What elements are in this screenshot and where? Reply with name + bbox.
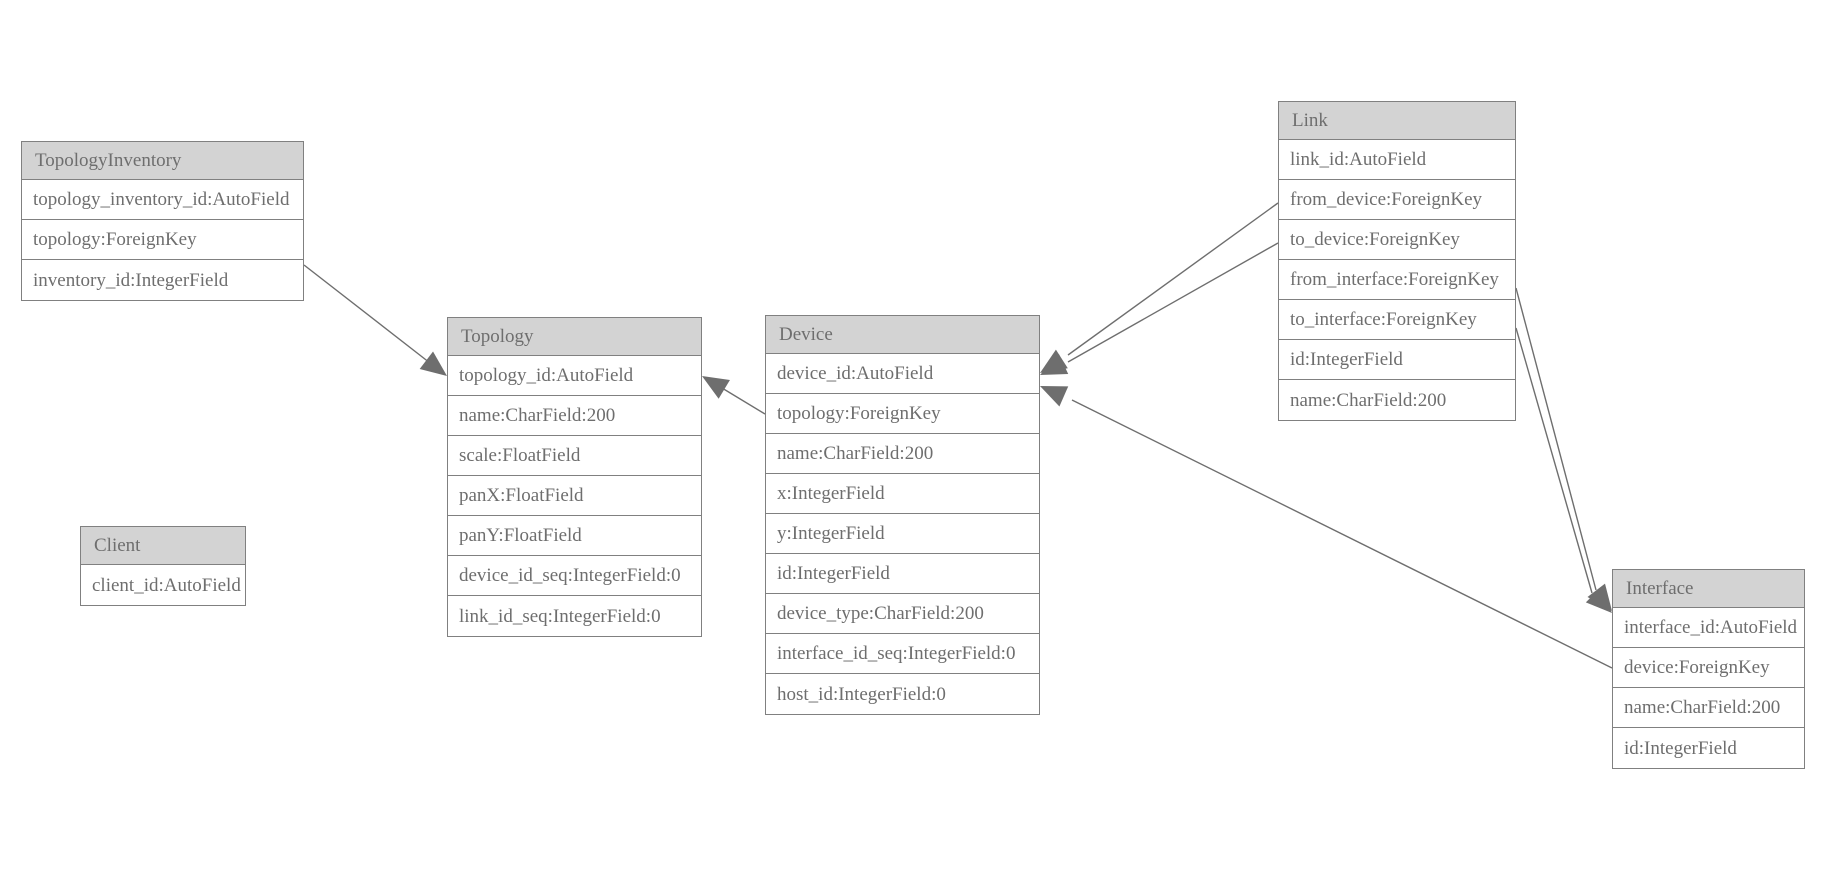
entity-field: name:CharField:200 (448, 396, 701, 436)
entity-field: name:CharField:200 (1613, 688, 1804, 728)
relation-line (1515, 327, 1593, 594)
entity-field: client_id:AutoField (81, 565, 245, 605)
relation-arrowhead (1040, 386, 1069, 407)
relation-arrowhead (419, 351, 447, 376)
entity-title-topology: Topology (448, 318, 701, 356)
entity-field: from_interface:ForeignKey (1279, 260, 1515, 300)
entity-field: topology_inventory_id:AutoField (22, 180, 303, 220)
entity-field: y:IntegerField (766, 514, 1039, 554)
entity-field: inventory_id:IntegerField (22, 260, 303, 300)
relation-line (1071, 399, 1613, 669)
entity-field: name:CharField:200 (1279, 380, 1515, 420)
relation-arrowhead (1587, 583, 1612, 611)
relation-link-from_interface-interface (1515, 287, 1612, 611)
relation-link-to_interface-interface (1515, 327, 1612, 613)
entity-field: device_id:AutoField (766, 354, 1039, 394)
entity-field: name:CharField:200 (766, 434, 1039, 474)
entity-field: interface_id_seq:IntegerField:0 (766, 634, 1039, 674)
entity-field: to_device:ForeignKey (1279, 220, 1515, 260)
entity-field: link_id_seq:IntegerField:0 (448, 596, 701, 636)
entity-field: link_id:AutoField (1279, 140, 1515, 180)
entity-field: device:ForeignKey (1613, 648, 1804, 688)
relation-interface-device-device (1040, 386, 1613, 669)
entity-field: topology:ForeignKey (22, 220, 303, 260)
entity-field: device_type:CharField:200 (766, 594, 1039, 634)
relation-device-topology (702, 376, 766, 415)
relation-link-to_device-device (1040, 242, 1279, 375)
entity-field: from_device:ForeignKey (1279, 180, 1515, 220)
entity-title-client: Client (81, 527, 245, 565)
entity-field: panY:FloatField (448, 516, 701, 556)
relation-line (1067, 202, 1279, 356)
entity-field: id:IntegerField (766, 554, 1039, 594)
entity-field: host_id:IntegerField:0 (766, 674, 1039, 714)
entity-title-device: Device (766, 316, 1039, 354)
entity-field: scale:FloatField (448, 436, 701, 476)
relation-arrowhead (1040, 354, 1069, 375)
relation-arrowhead (702, 376, 730, 399)
entity-title-topology-inventory: TopologyInventory (22, 142, 303, 180)
relation-link-from_device-device (1040, 202, 1279, 373)
relation-arrowhead (1040, 349, 1068, 373)
entity-title-link: Link (1279, 102, 1515, 140)
relation-line (1515, 287, 1597, 591)
relation-line (1067, 242, 1279, 363)
entity-field: panX:FloatField (448, 476, 701, 516)
entity-field: id:IntegerField (1279, 340, 1515, 380)
relation-topologyinventory-topology (303, 264, 447, 376)
relation-line (303, 264, 431, 364)
entity-field: device_id_seq:IntegerField:0 (448, 556, 701, 596)
entity-field: topology_id:AutoField (448, 356, 701, 396)
relation-arrowhead (1585, 586, 1612, 613)
entity-field: to_interface:ForeignKey (1279, 300, 1515, 340)
entity-field: id:IntegerField (1613, 728, 1804, 768)
entity-field: topology:ForeignKey (766, 394, 1039, 434)
relation-line (721, 387, 766, 415)
entity-field: x:IntegerField (766, 474, 1039, 514)
entity-title-interface: Interface (1613, 570, 1804, 608)
entity-fields-client: client_id:AutoField (81, 565, 245, 605)
entity-field: interface_id:AutoField (1613, 608, 1804, 648)
